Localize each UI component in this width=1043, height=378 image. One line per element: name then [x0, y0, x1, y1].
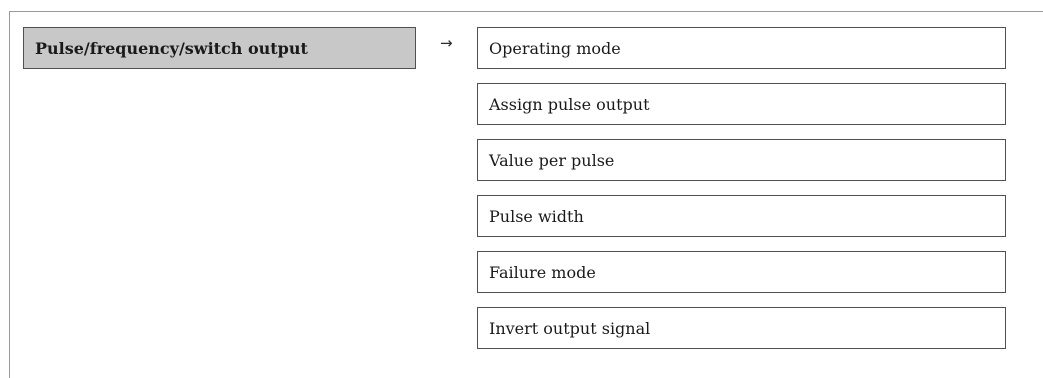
parameter-invert-output-signal[interactable]: Invert output signal: [477, 307, 1006, 349]
submenu-pulse-frequency-switch-output[interactable]: Pulse/frequency/switch output: [23, 27, 416, 69]
parameter-label: Invert output signal: [489, 318, 651, 338]
parameter-label: Assign pulse output: [489, 94, 650, 114]
frame-left-line: [9, 11, 10, 378]
parameter-label: Value per pulse: [489, 150, 615, 170]
parameter-operating-mode[interactable]: Operating mode: [477, 27, 1006, 69]
parameter-assign-pulse-output[interactable]: Assign pulse output: [477, 83, 1006, 125]
submenu-label: Pulse/frequency/switch output: [35, 38, 308, 58]
parameter-label: Failure mode: [489, 262, 596, 282]
parameter-pulse-width[interactable]: Pulse width: [477, 195, 1006, 237]
parameter-failure-mode[interactable]: Failure mode: [477, 251, 1006, 293]
arrow-right-icon: →: [440, 34, 453, 52]
parameter-label: Operating mode: [489, 38, 621, 58]
frame-top-line: [9, 11, 1043, 12]
parameter-label: Pulse width: [489, 206, 584, 226]
parameter-value-per-pulse[interactable]: Value per pulse: [477, 139, 1006, 181]
